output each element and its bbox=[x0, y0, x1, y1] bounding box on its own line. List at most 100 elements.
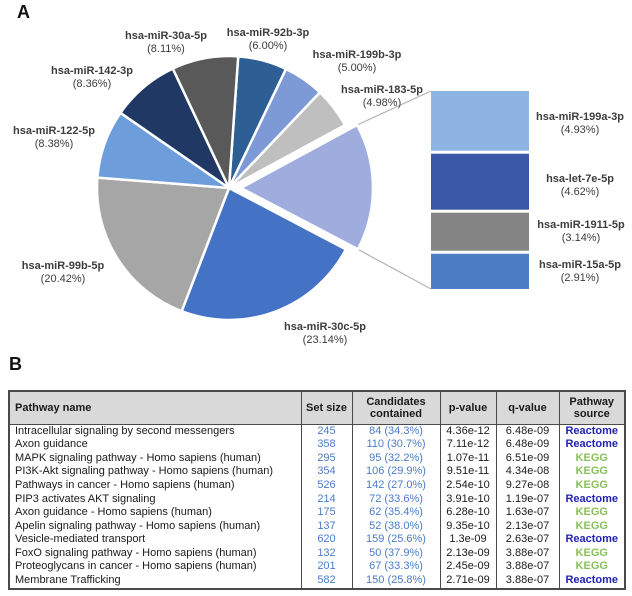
cell-p-value: 1.07e-11 bbox=[439, 451, 497, 466]
cell-candidates: 95 (32.2%) bbox=[351, 451, 441, 466]
cell-p-value: 4.36e-12 bbox=[439, 424, 497, 439]
cell-pathway-name: Axon guidance bbox=[8, 438, 302, 452]
table-row: FoxO signaling pathway - Homo sapiens (h… bbox=[8, 546, 626, 561]
bar-segment-label-hsa-miR-199a-3p-name: hsa-miR-199a-3p bbox=[535, 111, 625, 123]
cell-candidates: 110 (30.7%) bbox=[351, 438, 441, 452]
pie-slice-label-hsa-miR-183-5p-name: hsa-miR-183-5p bbox=[341, 84, 423, 96]
bar-segment-label-hsa-miR-15a-5p-percent: (2.91%) bbox=[560, 272, 600, 284]
cell-pathway-name: MAPK signaling pathway - Homo sapiens (h… bbox=[8, 451, 302, 466]
pie-slice-label-hsa-miR-30c-5p-name: hsa-miR-30c-5p bbox=[284, 321, 366, 333]
cell-pathway-source: KEGG bbox=[558, 506, 626, 520]
bar-segment-label-hsa-let-7e-5p-percent: (4.62%) bbox=[560, 186, 600, 198]
cell-pathway-name: PI3K-Akt signaling pathway - Homo sapien… bbox=[8, 465, 302, 479]
cell-pathway-name: Pathways in cancer - Homo sapiens (human… bbox=[8, 478, 302, 493]
column-header-pathway-source: Pathway source bbox=[558, 390, 626, 425]
table-header-row: Pathway name Set size Candidates contain… bbox=[8, 390, 626, 425]
column-header-pathway-name: Pathway name bbox=[8, 390, 302, 425]
cell-q-value: 3.88e-07 bbox=[495, 546, 560, 561]
cell-set-size: 354 bbox=[300, 465, 353, 479]
cell-q-value: 9.27e-08 bbox=[495, 478, 560, 493]
pie-slice-label-hsa-miR-122-5p: hsa-miR-122-5p(8.38%) bbox=[13, 125, 95, 151]
cell-pathway-source: KEGG bbox=[558, 546, 626, 561]
pie-slice-label-hsa-miR-183-5p-percent: (4.98%) bbox=[362, 97, 402, 109]
pie-slice-label-hsa-miR-99b-5p-percent: (20.42%) bbox=[40, 273, 86, 285]
cell-p-value: 2.13e-09 bbox=[439, 546, 497, 561]
cell-p-value: 9.51e-11 bbox=[439, 465, 497, 479]
cell-p-value: 6.28e-10 bbox=[439, 506, 497, 520]
cell-q-value: 2.13e-07 bbox=[495, 519, 560, 534]
cell-set-size: 526 bbox=[300, 478, 353, 493]
column-header-set-size: Set size bbox=[300, 390, 353, 425]
cell-set-size: 582 bbox=[300, 574, 353, 589]
cell-set-size: 175 bbox=[300, 506, 353, 520]
pie-slice-label-hsa-miR-183-5p: hsa-miR-183-5p(4.98%) bbox=[341, 84, 423, 110]
table-row: PI3K-Akt signaling pathway - Homo sapien… bbox=[8, 465, 626, 479]
bar-segment-label-hsa-let-7e-5p: hsa-let-7e-5p(4.62%) bbox=[546, 173, 614, 199]
cell-q-value: 6.51e-09 bbox=[495, 451, 560, 466]
cell-set-size: 201 bbox=[300, 560, 353, 575]
pie-slice-label-hsa-miR-99b-5p-name: hsa-miR-99b-5p bbox=[21, 260, 105, 272]
cell-q-value: 2.63e-07 bbox=[495, 533, 560, 547]
callout-lines bbox=[356, 90, 432, 290]
column-header-q-value: q-value bbox=[495, 390, 560, 425]
cell-q-value: 6.48e-09 bbox=[495, 424, 560, 439]
cell-pathway-name: FoxO signaling pathway - Homo sapiens (h… bbox=[8, 546, 302, 561]
table-row: MAPK signaling pathway - Homo sapiens (h… bbox=[8, 451, 626, 466]
cell-pathway-source: Reactome bbox=[558, 533, 626, 547]
cell-p-value: 7.11e-12 bbox=[439, 438, 497, 452]
bar-segment-label-hsa-miR-1911-5p-percent: (3.14%) bbox=[561, 232, 601, 244]
cell-set-size: 137 bbox=[300, 519, 353, 534]
cell-candidates: 62 (35.4%) bbox=[351, 506, 441, 520]
cell-q-value: 4.34e-08 bbox=[495, 465, 560, 479]
pie-slice-hsa-miR-183-5p bbox=[227, 91, 347, 190]
bar-segment-label-hsa-miR-199a-3p: hsa-miR-199a-3p(4.93%) bbox=[536, 111, 624, 137]
cell-pathway-name: Vesicle-mediated transport bbox=[8, 533, 302, 547]
pie-slice-label-hsa-miR-199b-3p-name: hsa-miR-199b-3p bbox=[312, 49, 402, 61]
bar-segment-label-hsa-let-7e-5p-name: hsa-let-7e-5p bbox=[546, 173, 614, 185]
cell-candidates: 159 (25.6%) bbox=[351, 533, 441, 547]
cell-set-size: 214 bbox=[300, 492, 353, 507]
pathway-table: Pathway name Set size Candidates contain… bbox=[8, 390, 626, 590]
bar-segment-label-hsa-miR-15a-5p-name: hsa-miR-15a-5p bbox=[539, 259, 621, 271]
pie-slice-label-hsa-miR-122-5p-name: hsa-miR-122-5p bbox=[13, 125, 95, 137]
table-row: Apelin signaling pathway - Homo sapiens … bbox=[8, 519, 626, 534]
pie-slice-hsa-miR-30c-5p bbox=[180, 186, 348, 322]
pie-slice-expanded-group bbox=[239, 123, 375, 251]
cell-p-value: 2.71e-09 bbox=[439, 574, 497, 589]
breakout-bar bbox=[431, 91, 529, 289]
pathway-table-wrap: Pathway name Set size Candidates contain… bbox=[8, 390, 626, 590]
pie-slice-label-hsa-miR-199b-3p-percent: (5.00%) bbox=[337, 62, 377, 74]
pie-slice-label-hsa-miR-199b-3p: hsa-miR-199b-3p(5.00%) bbox=[313, 49, 402, 75]
pie-slice-label-hsa-miR-122-5p-percent: (8.38%) bbox=[34, 138, 74, 150]
pie-slice-hsa-miR-30a-5p bbox=[171, 54, 240, 190]
callout-line-top bbox=[356, 90, 432, 126]
pie-slice-label-hsa-miR-142-3p: hsa-miR-142-3p(8.36%) bbox=[51, 65, 133, 91]
cell-pathway-name: Membrane Trafficking bbox=[8, 574, 302, 589]
cell-pathway-source: Reactome bbox=[558, 424, 626, 439]
pie-slice-label-hsa-miR-30a-5p: hsa-miR-30a-5p(8.11%) bbox=[125, 30, 207, 56]
cell-pathway-source: Reactome bbox=[558, 492, 626, 507]
pie-slice-label-hsa-miR-142-3p-name: hsa-miR-142-3p bbox=[51, 65, 133, 77]
mirna-pie-chart bbox=[95, 54, 529, 322]
cell-pathway-source: Reactome bbox=[558, 574, 626, 589]
bar-segment-hsa-let-7e-5p bbox=[431, 153, 529, 210]
pie-slice-label-hsa-miR-30c-5p: hsa-miR-30c-5p(23.14%) bbox=[284, 321, 366, 347]
cell-pathway-name: Intracellular signaling by second messen… bbox=[8, 424, 302, 439]
table-row: Pathways in cancer - Homo sapiens (human… bbox=[8, 478, 626, 493]
cell-pathway-source: KEGG bbox=[558, 465, 626, 479]
cell-pathway-name: Proteoglycans in cancer - Homo sapiens (… bbox=[8, 560, 302, 575]
cell-pathway-source: KEGG bbox=[558, 560, 626, 575]
bar-segment-label-hsa-miR-1911-5p: hsa-miR-1911-5p(3.14%) bbox=[537, 219, 624, 245]
cell-set-size: 132 bbox=[300, 546, 353, 561]
cell-set-size: 245 bbox=[300, 424, 353, 439]
cell-p-value: 2.54e-10 bbox=[439, 478, 497, 493]
cell-p-value: 1.3e-09 bbox=[439, 533, 497, 547]
pie-slice-label-hsa-miR-92b-3p-percent: (6.00%) bbox=[248, 40, 288, 52]
table-row: Intracellular signaling by second messen… bbox=[8, 424, 626, 439]
cell-q-value: 1.19e-07 bbox=[495, 492, 560, 507]
bar-segment-label-hsa-miR-199a-3p-percent: (4.93%) bbox=[560, 124, 600, 136]
